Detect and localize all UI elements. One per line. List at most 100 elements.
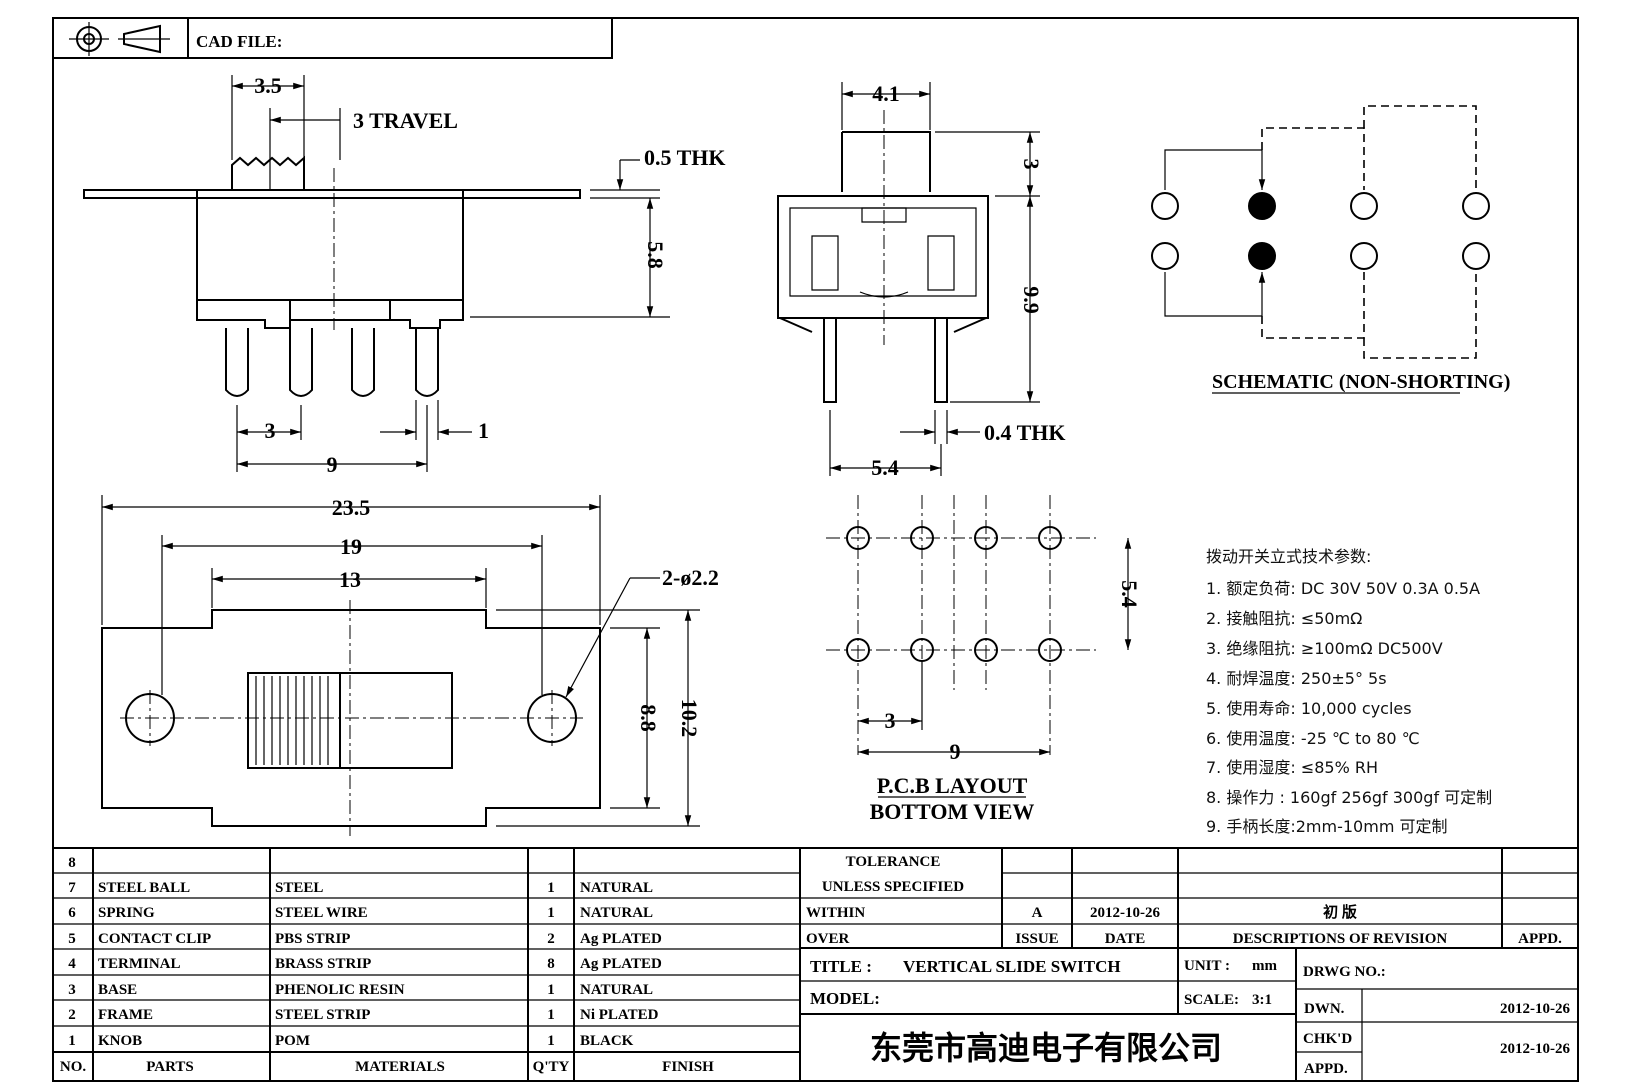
dim-thickness: 0.5 THK (644, 145, 726, 170)
checked-date: 2012-10-26 (1500, 1041, 1570, 1057)
svg-text:1: 1 (547, 1007, 555, 1023)
pcb-title-line2: BOTTOM VIEW (870, 799, 1035, 824)
title-label: TITLE : (810, 957, 872, 976)
side-view: 3.5 3 TRAVEL 0.5 THK 5.8 3 1 9 (83, 73, 726, 477)
issue-label: ISSUE (1015, 931, 1058, 947)
cad-file-label: CAD FILE: (196, 32, 282, 51)
svg-text:7: 7 (68, 880, 76, 896)
svg-text:5: 5 (68, 931, 76, 947)
dim-height: 5.8 (643, 241, 668, 269)
svg-text:PHENOLIC RESIN: PHENOLIC RESIN (275, 982, 405, 998)
svg-text:NATURAL: NATURAL (580, 905, 653, 921)
schematic-diagram: SCHEMATIC (NON-SHORTING) (1151, 105, 1510, 394)
svg-text:BRASS STRIP: BRASS STRIP (275, 956, 371, 972)
pin-group (225, 328, 439, 397)
tolerance-label: TOLERANCE (846, 854, 941, 870)
svg-text:CONTACT CLIP: CONTACT CLIP (98, 931, 211, 947)
svg-text:1: 1 (68, 1033, 76, 1049)
spec-item: 4. 耐焊温度: 250±5° 5s (1206, 669, 1387, 688)
unit-label: UNIT : (1184, 958, 1230, 974)
svg-text:NATURAL: NATURAL (580, 982, 653, 998)
spec-item: 3. 绝缘阻抗: ≥100mΩ DC500V (1206, 639, 1443, 658)
dim-height-total: 10.2 (677, 699, 702, 738)
drawing-number-label: DRWG NO.: (1303, 964, 1386, 980)
bom-header-row: NO. PARTS MATERIALS Q'TY FINISH (60, 1059, 714, 1075)
spec-item: 8. 操作力 : 160gf 256gf 300gf 可定制 (1206, 788, 1492, 807)
svg-text:Ni PLATED: Ni PLATED (580, 1007, 659, 1023)
spec-list: 拨动开关立式技术参数: 1. 额定负荷: DC 30V 50V 0.3A 0.5… (1206, 547, 1492, 836)
projection-symbol-icon (69, 22, 170, 56)
svg-text:2: 2 (547, 931, 555, 947)
svg-text:NO.: NO. (60, 1059, 87, 1075)
header-block: CAD FILE: (53, 18, 613, 59)
bom-row: 2 FRAME STEEL STRIP 1 Ni PLATED (68, 1007, 658, 1023)
svg-text:STEEL STRIP: STEEL STRIP (275, 1007, 370, 1023)
svg-text:NATURAL: NATURAL (580, 880, 653, 896)
svg-text:8: 8 (547, 956, 555, 972)
bom-table: 8 7 STEEL BALL STEEL 1 NATURAL 6 SPRING … (53, 847, 1578, 1081)
schematic-title: SCHEMATIC (NON-SHORTING) (1212, 371, 1510, 393)
issue-value: A (1032, 905, 1043, 921)
spec-heading: 拨动开关立式技术参数: (1206, 547, 1371, 566)
pcb-layout: 5.4 3 9 P.C.B LAYOUT BOTTOM VIEW (826, 495, 1142, 824)
drawn-label: DWN. (1304, 1001, 1345, 1017)
svg-text:FINISH: FINISH (662, 1059, 714, 1075)
over-label: OVER (806, 931, 850, 947)
dim-span: 9 (950, 739, 961, 764)
svg-text:BASE: BASE (98, 982, 137, 998)
svg-text:PARTS: PARTS (146, 1059, 194, 1075)
drawing-border (52, 17, 1579, 1082)
within-label: WITHIN (806, 905, 865, 921)
svg-text:3: 3 (68, 982, 76, 998)
svg-text:STEEL BALL: STEEL BALL (98, 880, 190, 896)
svg-text:TERMINAL: TERMINAL (98, 956, 181, 972)
front-view: 4.1 3 9.9 0.4 THK 5.4 (777, 81, 1066, 480)
pcb-hole-grid (846, 526, 1062, 662)
dim-overall: 23.5 (332, 495, 371, 520)
dim-knob-width: 3.5 (254, 73, 282, 98)
model-label: MODEL: (810, 989, 880, 1008)
contact-terminal (1350, 192, 1378, 220)
dim-pin-width: 1 (478, 418, 489, 443)
svg-text:MATERIALS: MATERIALS (355, 1059, 445, 1075)
company-name: 东莞市高迪电子有限公司 (870, 1029, 1222, 1067)
svg-text:6: 6 (68, 905, 76, 921)
dim-pin-pitch: 3 (265, 418, 276, 443)
svg-text:Q'TY: Q'TY (533, 1059, 570, 1075)
dim-travel: 3 TRAVEL (353, 108, 458, 133)
svg-text:1: 1 (547, 982, 555, 998)
spec-item: 9. 手柄长度:2mm-10mm 可定制 (1206, 817, 1448, 836)
dim-hole-spacing: 19 (340, 534, 362, 559)
svg-text:FRAME: FRAME (98, 1007, 153, 1023)
contact-terminal (1151, 242, 1179, 270)
dim-pin-span: 9 (327, 452, 338, 477)
dim-knob-height: 3 (1019, 159, 1044, 170)
svg-text:2: 2 (68, 1007, 76, 1023)
svg-text:POM: POM (275, 1033, 310, 1049)
bom-row: 6 SPRING STEEL WIRE 1 NATURAL (68, 905, 653, 921)
contact-terminal (1462, 192, 1490, 220)
bom-row: 3 BASE PHENOLIC RESIN 1 NATURAL (68, 982, 653, 998)
common-terminal (1248, 192, 1276, 220)
svg-text:BLACK: BLACK (580, 1033, 634, 1049)
spec-item: 1. 额定负荷: DC 30V 50V 0.3A 0.5A (1206, 579, 1480, 598)
common-terminal (1248, 242, 1276, 270)
spec-item: 5. 使用寿命: 10,000 cycles (1206, 699, 1412, 718)
pcb-title-line1: P.C.B LAYOUT (877, 773, 1028, 798)
contact-terminal (1462, 242, 1490, 270)
bom-row: 4 TERMINAL BRASS STRIP 8 Ag PLATED (68, 956, 662, 972)
date-value: 2012-10-26 (1090, 905, 1160, 921)
scale-label: SCALE: (1184, 992, 1239, 1008)
contact-terminal (1350, 242, 1378, 270)
drawn-date: 2012-10-26 (1500, 1001, 1570, 1017)
appd-label: APPD. (1518, 931, 1562, 947)
date-label: DATE (1105, 931, 1146, 947)
bom-row: 1 KNOB POM 1 BLACK (68, 1033, 633, 1049)
svg-text:4: 4 (68, 956, 76, 972)
dim-height-body: 8.8 (636, 704, 661, 732)
unless-specified-label: UNLESS SPECIFIED (822, 879, 964, 895)
title-value: VERTICAL SLIDE SWITCH (903, 957, 1121, 976)
approved-label: APPD. (1304, 1061, 1348, 1077)
revision-value: 初 版 (1323, 903, 1357, 921)
